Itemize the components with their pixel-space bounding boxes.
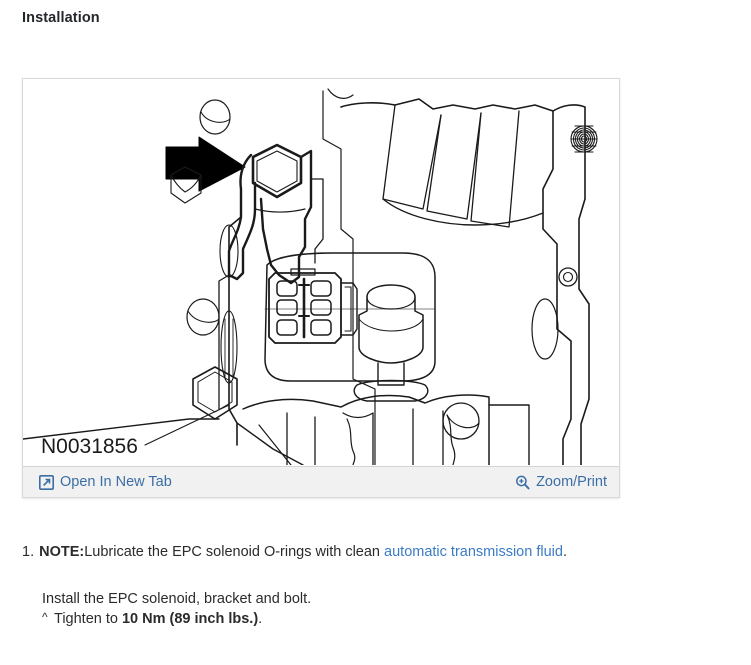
install-instruction: Install the EPC solenoid, bracket and bo…: [42, 590, 312, 607]
figure-image: N0031856: [23, 79, 619, 465]
figure-panel: N0031856 Open In New Tab Z: [22, 78, 620, 498]
magnifier-plus-icon: [515, 475, 530, 490]
note-text-tail: .: [562, 544, 567, 560]
figure-toolbar: Open In New Tab Zoom/Print: [23, 466, 619, 497]
open-in-new-tab-button[interactable]: Open In New Tab: [39, 467, 172, 498]
procedure-steps: 1. NOTE:Lubricate the EPC solenoid O-rin…: [22, 542, 722, 630]
note-text: Lubricate the EPC solenoid O-rings with …: [84, 544, 385, 560]
zoom-print-button[interactable]: Zoom/Print: [515, 467, 607, 498]
figure-caption-id: N0031856: [41, 435, 138, 458]
step-item: 1. NOTE:Lubricate the EPC solenoid O-rin…: [22, 542, 722, 563]
step-detail-block: Install the EPC solenoid, bracket and bo…: [22, 589, 722, 630]
automatic-transmission-fluid-link[interactable]: automatic transmission fluid: [384, 544, 563, 560]
transmission-case-line-drawing: N0031856: [23, 79, 619, 465]
torque-value: 10 Nm (89 inch lbs.): [121, 611, 259, 628]
zoom-print-label: Zoom/Print: [536, 474, 607, 491]
torque-spec-line: ^ Tighten to 10 Nm (89 inch lbs.).: [42, 609, 722, 630]
torque-text-lead: Tighten to: [54, 611, 122, 628]
page-title: Installation: [22, 10, 100, 26]
step-content: NOTE:Lubricate the EPC solenoid O-rings …: [39, 542, 722, 563]
note-label: NOTE:: [39, 544, 85, 560]
open-in-new-tab-label: Open In New Tab: [60, 474, 172, 491]
external-link-icon: [39, 475, 54, 490]
sub-bullet-marker: ^: [42, 610, 48, 625]
step-number: 1.: [22, 544, 35, 560]
torque-text-tail: .: [258, 611, 263, 628]
